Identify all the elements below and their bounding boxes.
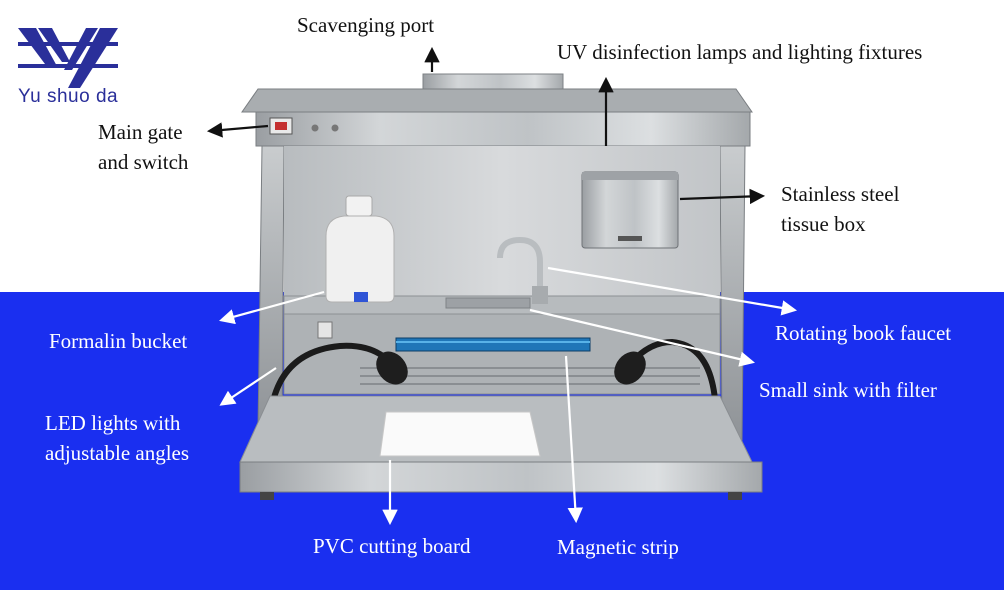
label-formalin-bucket: Formalin bucket [49, 329, 188, 353]
label-main-gate-line1: Main gate [98, 120, 183, 144]
arrow-main-gate [206, 122, 269, 138]
front-lip [239, 461, 763, 493]
label-led-line1: LED lights with [45, 411, 181, 435]
cutting-board [379, 411, 541, 457]
arrow-faucet [547, 266, 798, 316]
label-led-line2: adjustable angles [45, 441, 190, 465]
brand-logo-icon [18, 28, 118, 88]
faucet [497, 236, 543, 300]
led-lamp-right-arm [629, 338, 719, 421]
power-socket [317, 321, 333, 339]
right-side-wall [719, 145, 746, 441]
brand-name: Yu shuo da [18, 86, 119, 107]
label-cutting-board: PVC cutting board [313, 534, 471, 558]
arrow-sink [529, 308, 755, 367]
label-uv-lamps: UV disinfection lamps and lighting fixtu… [557, 40, 923, 64]
arrow-magnetic-strip [564, 355, 583, 524]
led-lamp-left-head [376, 351, 408, 385]
foot-left [260, 492, 274, 500]
hood-front-panel [255, 111, 751, 147]
led-lamp-left-arm [267, 342, 393, 421]
label-scavenging-port: Scavenging port [297, 13, 435, 37]
arrow-tissue-box [679, 188, 766, 205]
magnetic-strip [395, 337, 591, 352]
label-main-gate-line2: and switch [98, 150, 189, 174]
switch-knob [311, 124, 319, 132]
label-tissue-box-line1: Stainless steel [781, 182, 900, 206]
sink [445, 297, 531, 309]
formalin-bucket [325, 195, 395, 303]
scavenging-port [422, 73, 564, 91]
led-lamp-right-head [614, 351, 646, 385]
label-faucet: Rotating book faucet [775, 321, 952, 345]
lower-back-panel [283, 313, 721, 395]
label-magnetic-strip: Magnetic strip [557, 535, 679, 559]
label-sink: Small sink with filter [759, 378, 937, 402]
hood-top [241, 88, 753, 113]
foot-right [728, 492, 742, 500]
label-tissue-box-line2: tissue box [781, 212, 866, 236]
arrow-formalin [219, 290, 325, 325]
arrow-led [219, 367, 277, 406]
